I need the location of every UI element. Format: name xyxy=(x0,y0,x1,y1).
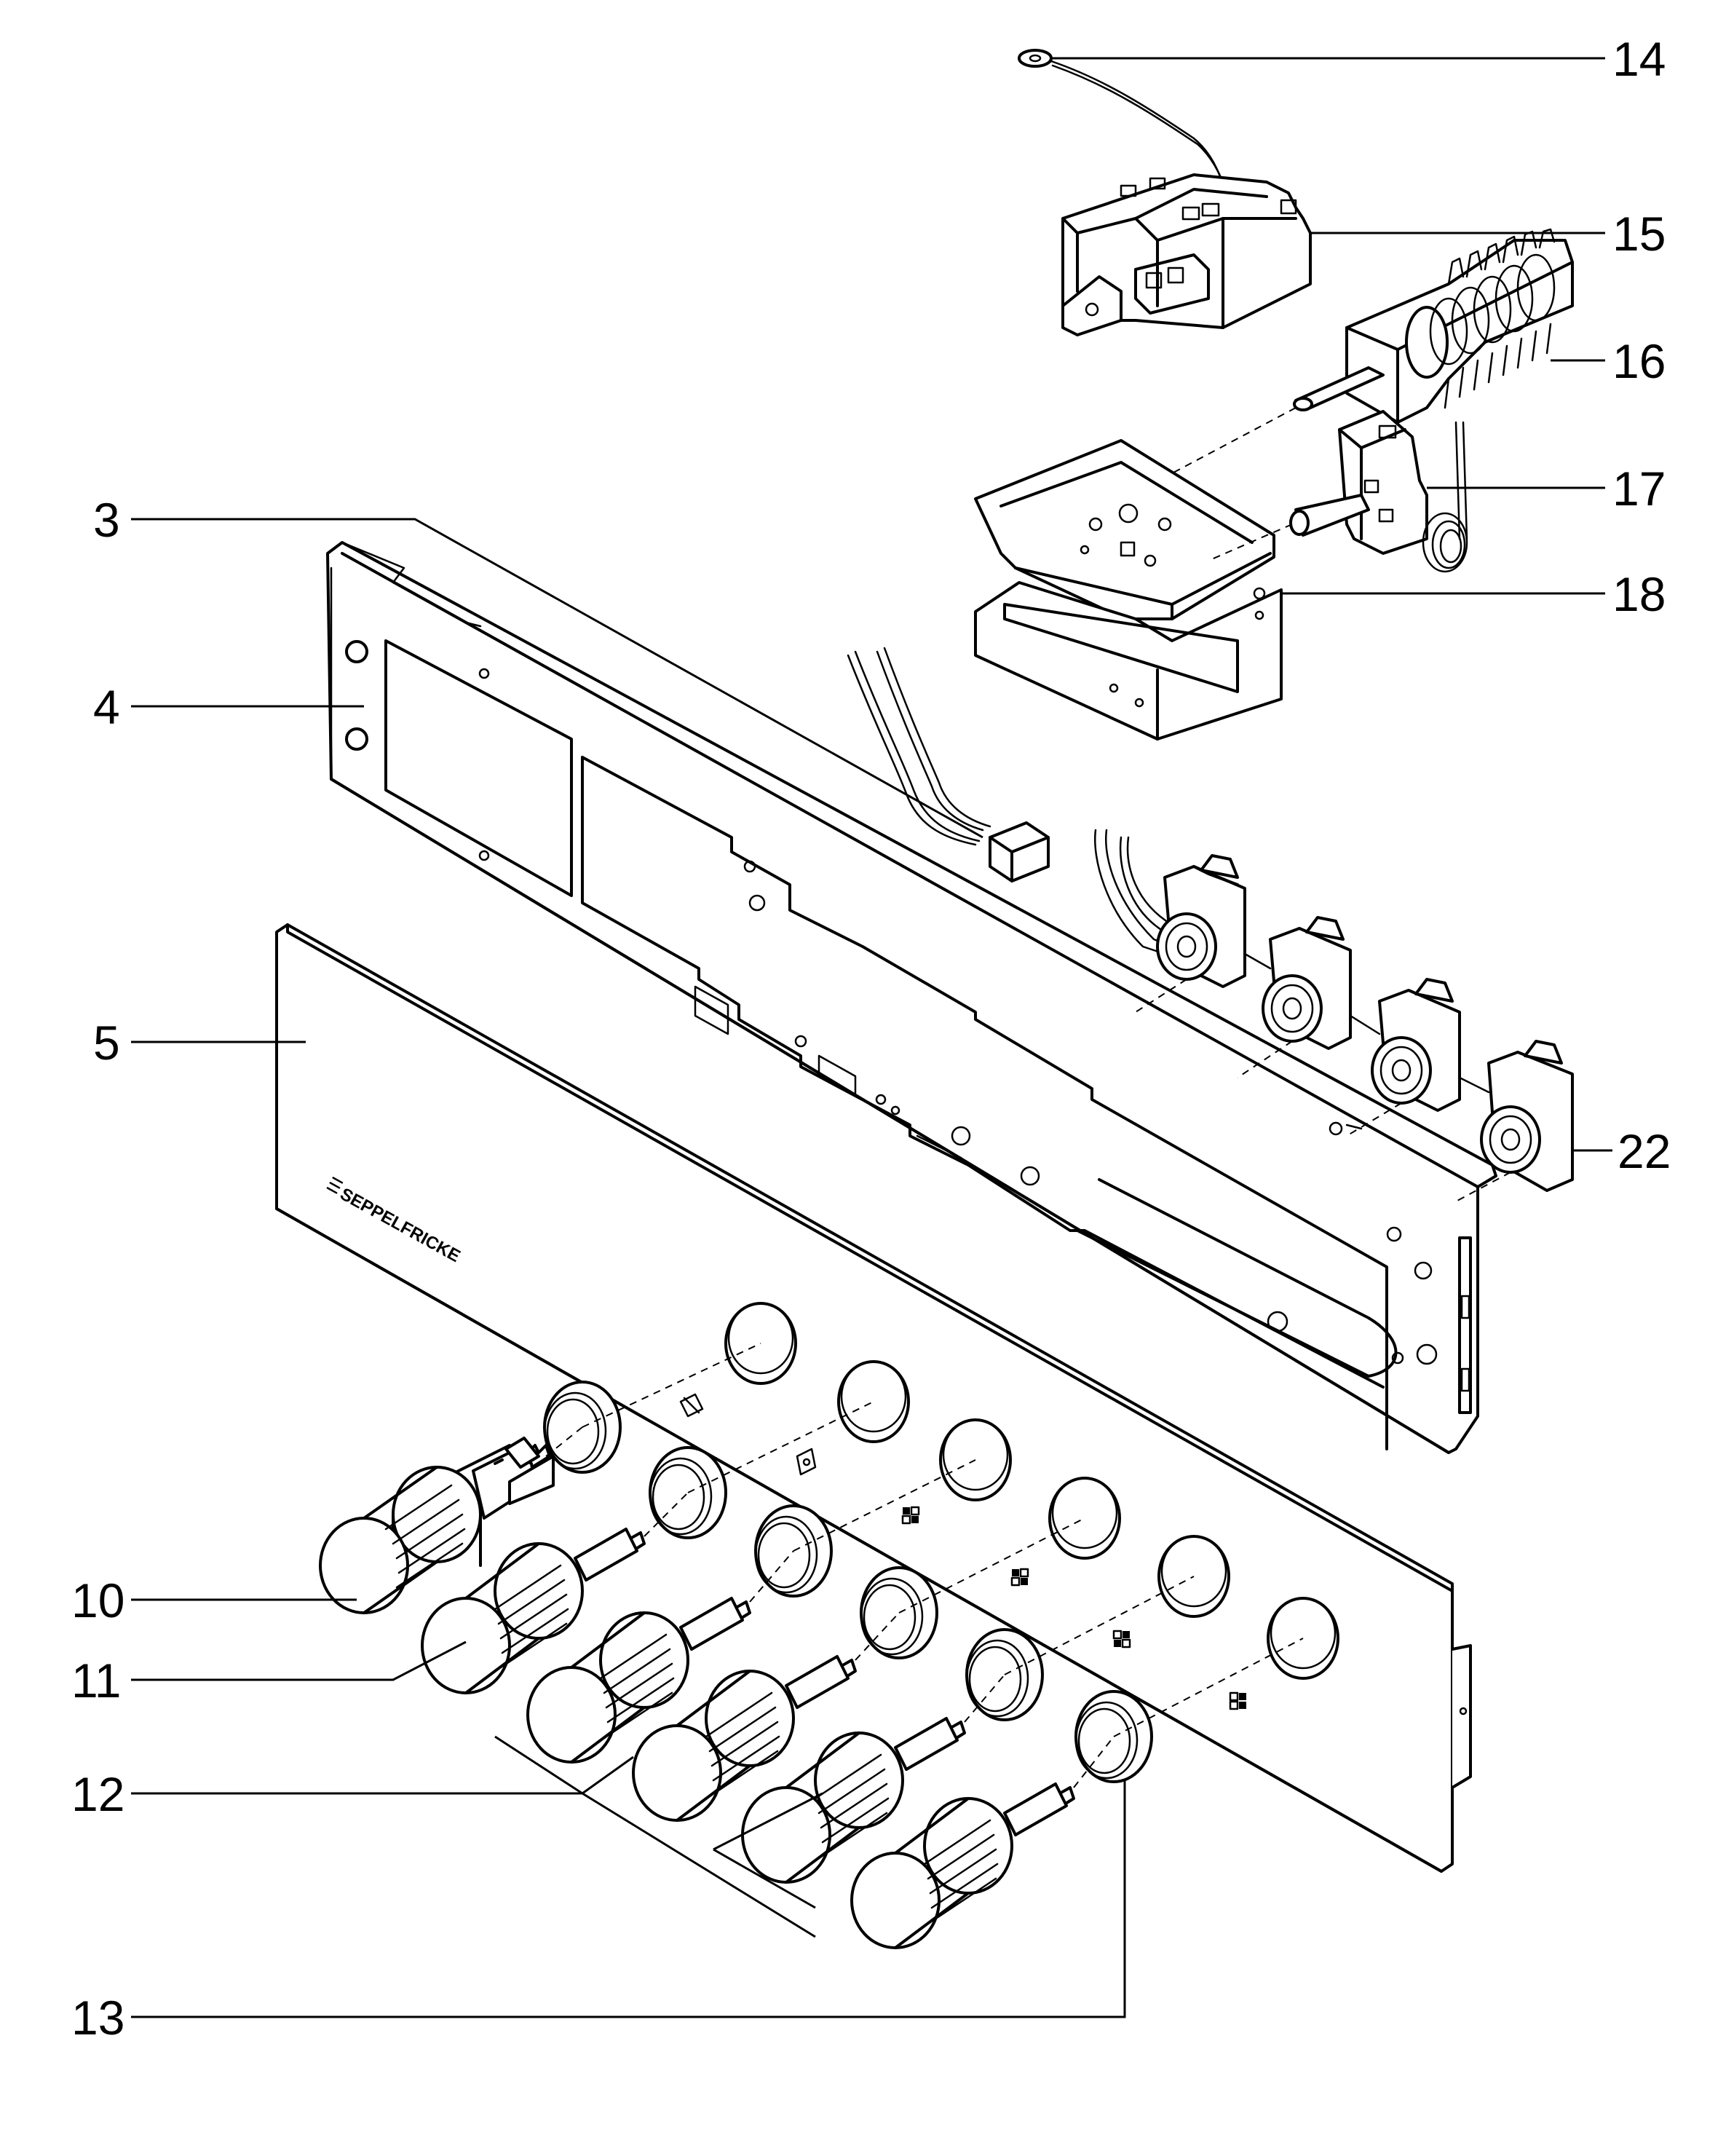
part-18-mounting-bracket xyxy=(974,439,1605,741)
callout-4: 4 xyxy=(93,680,120,734)
part-17-thermostat xyxy=(1289,410,1605,573)
knob-11 xyxy=(421,1528,646,1694)
knob-12b xyxy=(632,1655,857,1822)
callout-10: 10 xyxy=(71,1573,124,1627)
callout-labels: 14 15 16 17 18 3 4 5 22 10 11 12 13 xyxy=(71,32,1671,2045)
hob-zone-symbol-2 xyxy=(1010,1568,1029,1587)
callout-16: 16 xyxy=(1612,334,1666,388)
thermometer-symbol xyxy=(796,1448,817,1476)
callout-13: 13 xyxy=(71,1991,124,2045)
callout-22: 22 xyxy=(1618,1124,1671,1178)
leader-lines xyxy=(131,57,1605,2018)
part-5-front-panel: SEPPELFRICKE xyxy=(275,923,1472,1873)
hob-zone-symbol-1 xyxy=(901,1506,920,1525)
oven-light-symbol xyxy=(679,1393,704,1418)
knob-alignment-lines xyxy=(545,1426,1115,1788)
wiring-harness xyxy=(847,647,1050,882)
regulator-1 xyxy=(1156,854,1246,988)
callout-15: 15 xyxy=(1612,207,1666,261)
callout-11: 11 xyxy=(71,1654,122,1707)
callout-17: 17 xyxy=(1612,462,1666,516)
alignment-line xyxy=(1171,407,1296,474)
part-15-ignition-unit xyxy=(1061,173,1605,336)
regulator-4 xyxy=(1480,1040,1574,1192)
part-3-4-rear-frame xyxy=(326,541,1497,1454)
callout-3: 3 xyxy=(93,493,120,547)
hob-zone-symbol-4 xyxy=(1229,1691,1246,1710)
regulator-2 xyxy=(1262,916,1352,1050)
callout-12: 12 xyxy=(71,1767,124,1821)
alignment-line xyxy=(1208,524,1293,561)
regulator-3 xyxy=(1371,978,1461,1112)
knob-12d xyxy=(850,1782,1075,1949)
hob-zone-symbol-3 xyxy=(1112,1630,1131,1648)
callout-18: 18 xyxy=(1612,567,1666,621)
callout-14: 14 xyxy=(1612,32,1666,86)
part-22-energy-regulators xyxy=(1094,829,1612,1202)
part-16-selector-switch xyxy=(1293,228,1605,424)
knob-10 xyxy=(319,1437,555,1614)
callout-5: 5 xyxy=(93,1016,120,1070)
knob-12c xyxy=(741,1717,966,1884)
knob-12a xyxy=(526,1597,751,1764)
